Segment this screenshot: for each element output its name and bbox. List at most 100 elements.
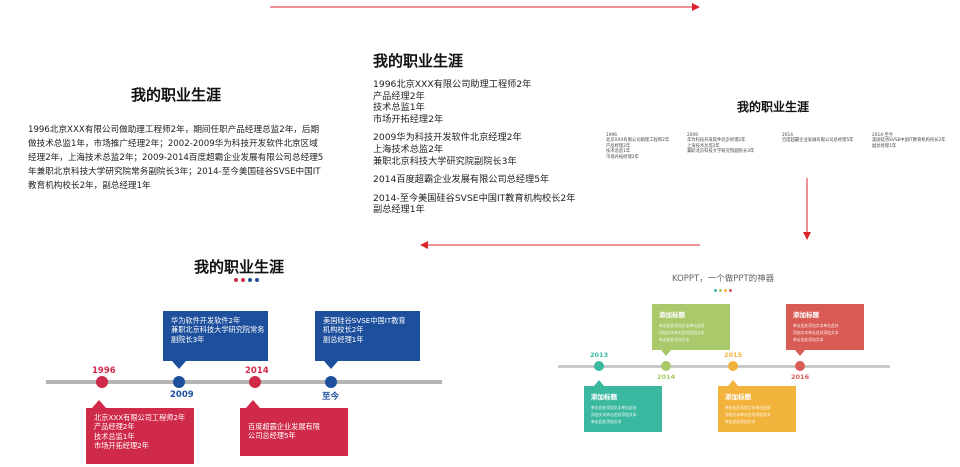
card-2014: 添加标题 单击此处添加文本单击此处 添加文本单击此处添加文本 单击此处添加文本 [652,304,730,350]
box-2009: 华为软件开发软件2年 兼职北京科技大学研究院常务 副院长3年 [163,311,268,361]
panel3-column-1: 1996 北京XXX有限公司助理工程师2年 产品经理2年 技术总监1年 市场开拓… [606,133,669,160]
card-text: 添加文本单击此处添加文本 [659,330,705,335]
card-2013-pointer [594,380,604,386]
panel3-year: 2014-至今 [872,133,894,138]
box-line: 百度超霸企业发展有限 [248,422,320,431]
timeline-node-now [325,376,337,388]
box-line: 兼职北京科技大学研究院常务 [171,325,265,335]
panel3-line: 技术总监1年 [606,149,631,155]
panel3-line: 产品经理2年 [606,143,631,149]
box-now: 美国硅谷SVSE中国IT教育 机构校长2年 副总经理1年 [315,311,420,361]
panel5-title: KOPPT，一个做PPT的神器 [672,274,775,284]
timeline-node-1996 [96,376,108,388]
card-text: 单击此处添加文本 [591,419,622,424]
box-line: 机构校长2年 [323,325,364,335]
card-text: 单击此处添加文本单击此处 [659,323,705,328]
timeline-node-2014 [249,376,261,388]
box-line: 技术总监1年 [94,431,135,441]
box-2014: 百度超霸企业发展有限 公司总经理5年 [240,408,348,456]
panel2-group-3: 2014百度超霸企业发展有限公司总经理5年 [373,174,593,186]
card-text: 添加文本单击此处添加文本 [725,412,771,417]
panel2-line: 2009华为科技开发软件北京经理2年 [373,132,522,144]
decor-dot [719,289,722,292]
card-heading: 添加标题 [793,311,819,319]
panel-columns: 我的职业生涯 1996 北京XXX有限公司助理工程师2年 产品经理2年 技术总监… [604,98,956,160]
panel2-line: 2014百度超霸企业发展有限公司总经理5年 [373,174,550,186]
card-2016: 添加标题 单击此处添加文本单击此处 添加文本单击此处添加文本 单击此处添加文本 [786,304,864,350]
timeline-line [46,380,442,384]
panel2-line: 技术总监1年 [373,102,425,114]
card-text: 添加文本单击此处添加文本 [591,412,637,417]
panel3-year: 2009 [687,133,698,138]
panel2-line: 副总经理1年 [373,204,425,216]
panel4-title: 我的职业生涯 [194,258,285,276]
panel2-line: 产品经理2年 [373,90,425,102]
panel3-line: 副总经理1年 [872,143,897,149]
card-heading: 添加标题 [591,393,617,401]
card-text: 添加文本单击此处添加文本 [793,330,839,335]
box-1996-pointer [92,400,106,408]
card-text: 单击此处添加文本单击此处 [793,323,839,328]
card-2015-pointer [728,380,738,386]
panel3-year: 1996 [606,133,617,138]
colorful-node-2016 [795,361,805,371]
panel-grouped-list: 我的职业生涯 1996北京XXX有限公司助理工程师2年 产品经理2年 技术总监1… [373,50,593,216]
decor-dot [241,278,245,282]
panel3-line: 兼职北京科技大学研究院副院长3年 [687,149,755,155]
decor-dot [714,289,717,292]
year-now: 至今 [322,392,340,402]
box-line: 副院长3年 [171,334,205,344]
panel2-line: 兼职北京科技大学研究院副院长3年 [373,155,517,167]
panel2-line: 1996北京XXX有限公司助理工程师2年 [373,79,532,90]
card-heading: 添加标题 [725,393,751,401]
panel3-title: 我的职业生涯 [736,100,809,114]
colorful-node-2014 [661,361,671,371]
panel2-group-2: 2009华为科技开发软件北京经理2年 上海技术总监2年 兼职北京科技大学研究院副… [373,132,593,167]
panel3-line: 市场开拓经理2年 [606,154,639,160]
box-2014-pointer [246,400,260,408]
box-1996: 北京XXX有限公司工程师2年 产品经理2年 技术总监1年 市场开拓经理2年 [86,408,194,464]
colorful-year-2013: 2013 [590,351,609,359]
box-line: 市场开拓经理2年 [94,441,149,451]
card-text: 单击此处添加文本 [659,337,690,342]
card-2014-pointer [661,350,671,356]
card-2016-pointer [795,350,805,356]
box-line: 北京XXX有限公司工程师2年 [94,413,186,422]
panel1-title: 我的职业生涯 [130,86,221,104]
card-text: 单击此处添加文本 [793,337,824,342]
colorful-year-2016: 2016 [791,373,810,381]
panel2-title: 我的职业生涯 [373,52,464,70]
year-2014: 2014 [245,366,269,376]
card-text: 单击此处添加文本单击此处 [591,405,637,410]
year-2009: 2009 [170,390,194,400]
decor-dot [724,289,727,292]
panel3-line: 百度超霸企业发展有限公司总经理5年 [782,138,854,144]
colorful-node-2013 [594,361,604,371]
decor-dot [729,289,732,292]
decor-dot [255,278,259,282]
panel2-line: 2014-至今美国硅谷SVSE中国IT教育机构校长2年 [373,192,576,204]
box-line: 公司总经理5年 [248,431,296,441]
colorful-year-2014: 2014 [657,373,676,381]
colorful-node-2015 [728,361,738,371]
panel2-line: 上海技术总监2年 [373,143,444,155]
panel3-column-4: 2014-至今 美国硅谷SVSE中国IT教育机构校长2年 副总经理1年 [872,133,946,149]
decor-dot [234,278,238,282]
card-text: 单击此处添加文本单击此处 [725,405,771,410]
card-2015: 添加标题 单击此处添加文本单击此处 添加文本单击此处添加文本 单击此处添加文本 [718,386,796,432]
panel-timeline-boxes: 我的职业生涯 华为软件开发软件2年 兼职北京科技大学研究院常务 副院长3年 美国… [0,250,470,467]
panel-colorful-timeline: KOPPT，一个做PPT的神器 添加标题 单击此处添加文本单击此处 添加文本单击… [550,262,960,467]
decor-dot [248,278,252,282]
box-line: 副总经理1年 [323,334,364,344]
colorful-timeline-line [558,365,890,368]
box-2009-pointer [172,361,186,369]
box-line: 美国硅谷SVSE中国IT教育 [323,316,406,325]
card-text: 单击此处添加文本 [725,419,756,424]
panel3-year: 2014 [782,133,793,138]
panel3-line: 美国硅谷SVSE中国IT教育机构校长2年 [872,138,946,144]
card-heading: 添加标题 [659,311,685,319]
panel2-line: 市场开拓经理2年 [373,113,444,125]
panel3-line: 上海技术总监2年 [687,143,720,149]
panel3-line: 北京XXX有限公司助理工程师2年 [606,138,670,144]
